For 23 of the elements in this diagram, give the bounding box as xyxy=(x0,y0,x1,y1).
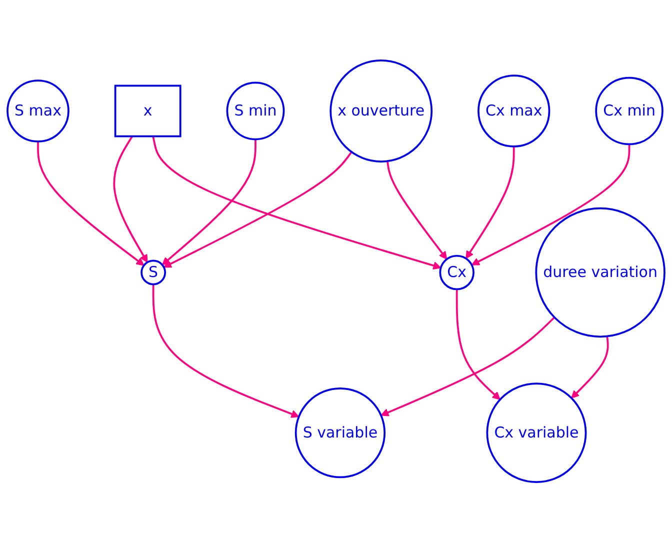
arrow xyxy=(113,135,148,262)
arrow xyxy=(456,288,500,400)
arrow xyxy=(380,316,556,416)
arrow xyxy=(386,160,448,260)
node-circle: S xyxy=(140,259,166,285)
node-circle: Cx max xyxy=(478,74,550,148)
node-circle: S min xyxy=(226,81,285,140)
node-circle: duree variation xyxy=(535,207,666,338)
node-circle: x ouverture xyxy=(330,59,433,162)
arrow xyxy=(37,141,144,266)
node-circle: S max xyxy=(6,79,70,142)
node-box: x xyxy=(114,84,182,137)
arrow xyxy=(571,336,609,398)
node-circle: Cx min xyxy=(595,76,664,145)
arrow xyxy=(152,136,442,270)
arrow xyxy=(466,146,515,259)
node-circle: Cx variable xyxy=(486,382,587,483)
arrow xyxy=(471,144,630,266)
arrow xyxy=(163,151,352,268)
arrow xyxy=(162,138,256,265)
arrow xyxy=(152,284,300,418)
node-circle: S variable xyxy=(294,387,386,478)
node-circle: Cx xyxy=(439,254,474,290)
